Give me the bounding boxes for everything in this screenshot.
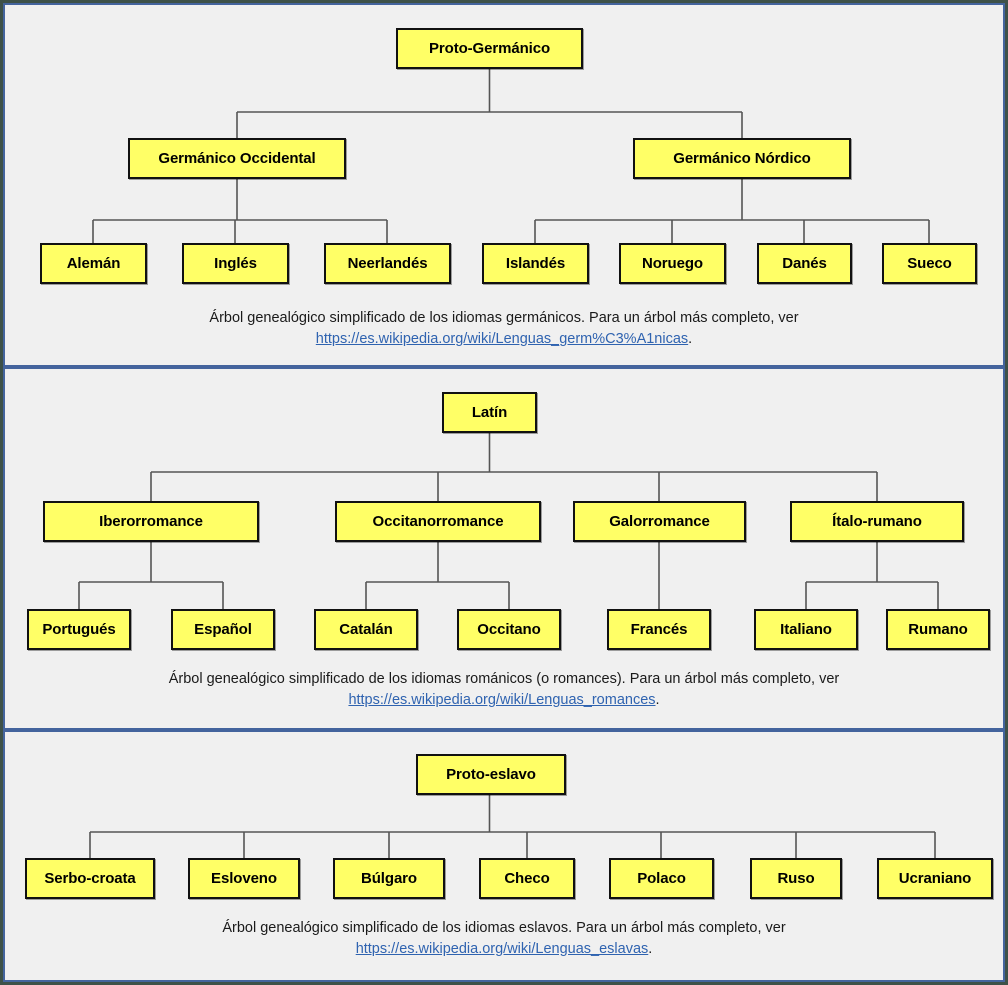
slavic-canvas: Proto-eslavo Serbo-croata Esloveno Búlga… — [5, 732, 1003, 980]
caption-text: Árbol genealógico simplificado de los id… — [168, 671, 840, 687]
caption-text: Árbol genealógico simplificado de los id… — [222, 920, 786, 936]
germanic-canvas: Proto-Germánico Germánico Occidental Ger… — [5, 5, 1003, 365]
node-label: Islandés — [505, 255, 566, 272]
node-frances[interactable]: Francés — [607, 609, 711, 650]
node-label: Italiano — [780, 621, 832, 638]
node-noruego[interactable]: Noruego — [619, 243, 726, 284]
panel-germanic-tree: Proto-Germánico Germánico Occidental Ger… — [3, 3, 1005, 367]
node-checo[interactable]: Checo — [479, 858, 575, 899]
germanic-caption: Árbol genealógico simplificado de los id… — [5, 308, 1003, 350]
node-espanol[interactable]: Español — [171, 609, 275, 650]
node-occitanorromance[interactable]: Occitanorromance — [335, 501, 541, 542]
node-label: Ucraniano — [898, 870, 972, 887]
node-germanico-occidental[interactable]: Germánico Occidental — [128, 138, 346, 179]
node-italiano[interactable]: Italiano — [754, 609, 858, 650]
node-esloveno[interactable]: Esloveno — [188, 858, 300, 899]
node-galorromance[interactable]: Galorromance — [573, 501, 746, 542]
node-rumano[interactable]: Rumano — [886, 609, 990, 650]
node-label: Francés — [630, 621, 688, 638]
node-polaco[interactable]: Polaco — [609, 858, 714, 899]
node-ucraniano[interactable]: Ucraniano — [877, 858, 993, 899]
node-ingles[interactable]: Inglés — [182, 243, 289, 284]
node-label: Occitano — [477, 621, 541, 638]
caption-link-germanic[interactable]: https://es.wikipedia.org/wiki/Lenguas_ge… — [315, 331, 689, 348]
node-label: Alemán — [66, 255, 121, 272]
node-latin[interactable]: Latín — [442, 392, 537, 433]
node-italo-rumano[interactable]: Ítalo-rumano — [790, 501, 964, 542]
node-proto-eslavo[interactable]: Proto-eslavo — [416, 754, 566, 795]
node-label: Occitanorromance — [372, 513, 504, 530]
node-catalan[interactable]: Catalán — [314, 609, 418, 650]
node-sueco[interactable]: Sueco — [882, 243, 977, 284]
node-label: Español — [194, 621, 252, 638]
node-label: Esloveno — [211, 870, 277, 887]
node-label: Checo — [504, 870, 550, 887]
node-aleman[interactable]: Alemán — [40, 243, 147, 284]
node-label: Ítalo-rumano — [832, 513, 922, 530]
node-label: Polaco — [637, 870, 686, 887]
node-label: Danés — [782, 255, 827, 272]
node-serbo-croata[interactable]: Serbo-croata — [25, 858, 155, 899]
node-proto-germanico[interactable]: Proto-Germánico — [396, 28, 583, 69]
node-occitano[interactable]: Occitano — [457, 609, 561, 650]
node-label: Germánico Nórdico — [673, 150, 811, 167]
caption-period: . — [655, 692, 660, 709]
romance-caption: Árbol genealógico simplificado de los id… — [5, 669, 1003, 711]
node-islandes[interactable]: Islandés — [482, 243, 589, 284]
node-label: Sueco — [907, 255, 952, 272]
node-portugues[interactable]: Portugués — [27, 609, 131, 650]
node-neerlandes[interactable]: Neerlandés — [324, 243, 451, 284]
node-danes[interactable]: Danés — [757, 243, 852, 284]
node-label: Portugués — [42, 621, 116, 638]
caption-link-slavic[interactable]: https://es.wikipedia.org/wiki/Lenguas_es… — [355, 941, 649, 958]
node-label: Búlgaro — [361, 870, 417, 887]
node-label: Proto-Germánico — [428, 40, 551, 57]
node-label: Galorromance — [609, 513, 710, 530]
caption-period: . — [688, 331, 693, 348]
caption-period: . — [648, 941, 653, 958]
node-label: Serbo-croata — [44, 870, 136, 887]
romance-canvas: Latín Iberorromance Occitanorromance Gal… — [5, 369, 1003, 728]
node-label: Iberorromance — [99, 513, 203, 530]
node-label: Neerlandés — [347, 255, 428, 272]
panel-slavic-tree: Proto-eslavo Serbo-croata Esloveno Búlga… — [3, 730, 1005, 982]
slavic-caption: Árbol genealógico simplificado de los id… — [5, 918, 1003, 960]
node-label: Germánico Occidental — [158, 150, 316, 167]
node-bulgaro[interactable]: Búlgaro — [333, 858, 445, 899]
node-ruso[interactable]: Ruso — [750, 858, 842, 899]
node-label: Noruego — [642, 255, 703, 272]
caption-text: Árbol genealógico simplificado de los id… — [209, 310, 799, 326]
node-label: Catalán — [339, 621, 393, 638]
node-label: Latín — [471, 404, 508, 421]
node-iberorromance[interactable]: Iberorromance — [43, 501, 259, 542]
node-label: Rumano — [908, 621, 968, 638]
panel-romance-tree: Latín Iberorromance Occitanorromance Gal… — [3, 367, 1005, 730]
caption-link-romance[interactable]: https://es.wikipedia.org/wiki/Lenguas_ro… — [348, 692, 656, 709]
node-label: Proto-eslavo — [446, 766, 536, 783]
node-germanico-nordico[interactable]: Germánico Nórdico — [633, 138, 851, 179]
node-label: Ruso — [777, 870, 815, 887]
node-label: Inglés — [214, 255, 257, 272]
